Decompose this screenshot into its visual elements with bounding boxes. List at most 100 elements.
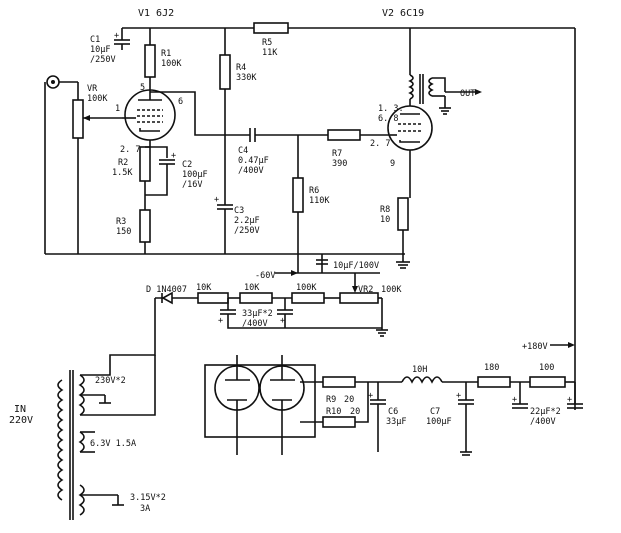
potentiometer-vr	[72, 82, 122, 254]
capacitor-c4	[249, 128, 328, 142]
r7-value: 390	[332, 159, 347, 169]
tube-v1-label: V1 6J2	[138, 8, 174, 19]
power-transformer-icon	[57, 350, 156, 520]
capacitor-c1: +	[114, 28, 130, 50]
r-100-label: 100	[539, 363, 554, 373]
neg60-arrow-icon	[275, 270, 298, 276]
svg-text:+: +	[218, 316, 223, 326]
in-voltage: 220V	[9, 415, 33, 426]
tr-63-label: 6.3V 1.5A	[90, 439, 136, 449]
tr-230-label: 230V*2	[95, 376, 126, 386]
filter-network: + + + +	[368, 376, 583, 456]
capacitor-bias	[298, 254, 380, 274]
svg-text:+: +	[368, 391, 373, 401]
cap33x2-label: 33μF*2	[242, 309, 273, 319]
tube-v1-icon	[122, 89, 176, 147]
r9-name: R9	[326, 395, 336, 405]
resistor-r3	[139, 181, 151, 254]
c4-name: C4	[238, 146, 248, 156]
resistor-r8	[396, 197, 410, 269]
output-transformer-icon	[408, 28, 482, 115]
c7-name: C7	[430, 407, 440, 417]
inductor-label: 10H	[412, 365, 427, 375]
tube-v2-icon	[387, 105, 433, 198]
svg-text:+: +	[114, 31, 119, 41]
input-jack-icon	[44, 75, 78, 254]
bias-cap-label: 10μF/100V	[333, 261, 379, 271]
resistor-r4	[219, 28, 231, 205]
c3-name: C3	[234, 206, 244, 216]
v2-pin27: 2. 7	[370, 139, 390, 149]
r5-name: R5	[262, 38, 272, 48]
v1-pin1: 1	[115, 104, 120, 114]
c1-voltage: /250V	[90, 55, 116, 65]
r5-value: 11K	[262, 48, 278, 58]
resistor-r5	[253, 22, 289, 34]
bias-supply-chain: + +	[154, 273, 388, 350]
c1-value: 10μF	[90, 45, 110, 55]
cap33x2-voltage: /400V	[242, 319, 268, 329]
c6-value: 33μF	[386, 417, 406, 427]
tube-v2-label: V2 6C19	[382, 8, 424, 19]
capacitor-c2: +	[145, 146, 176, 196]
resistor-r2	[139, 146, 151, 182]
c3-value: 2.2μF	[234, 216, 260, 226]
c6-name: C6	[388, 407, 398, 417]
b-plus-rail	[122, 27, 576, 410]
r4-value: 330K	[236, 73, 257, 83]
neg60-label: -60V	[255, 271, 275, 281]
svg-text:+: +	[456, 391, 461, 401]
vr-name: VR	[87, 84, 98, 94]
v1-pin6: 6	[178, 97, 183, 107]
c4-value: 0.47μF	[238, 156, 269, 166]
c7-value: 100μF	[426, 417, 452, 427]
vr2-name: VR2	[358, 285, 373, 295]
r-10k-a: 10K	[196, 283, 212, 293]
r1-name: R1	[161, 49, 171, 59]
svg-text:+: +	[171, 151, 176, 161]
r2-value: 1.5K	[112, 168, 133, 178]
svg-text:+: +	[280, 316, 285, 326]
c22x2-label: 22μF*2	[530, 407, 561, 417]
vr-value: 100K	[87, 94, 108, 104]
c1-name: C1	[90, 35, 100, 45]
rectifier-tubes-icon	[204, 355, 323, 455]
r4-name: R4	[236, 63, 246, 73]
v1-pin27: 2. 7	[120, 145, 140, 155]
c2-name: C2	[182, 160, 192, 170]
tr-315-label: 3.15V*2	[130, 493, 166, 503]
c4-voltage: /400V	[238, 166, 264, 176]
r7-name: R7	[332, 149, 342, 159]
v2-pin9: 9	[390, 159, 395, 169]
r2-name: R2	[118, 158, 128, 168]
svg-text:+: +	[567, 395, 572, 405]
resistor-r1	[144, 28, 156, 92]
resistor-r6	[292, 135, 304, 273]
r6-name: R6	[309, 186, 319, 196]
r9-value: 20	[344, 395, 354, 405]
v1-pin5: 5	[140, 83, 145, 93]
resistor-r10	[322, 382, 369, 428]
c2-value: 100μF	[182, 170, 208, 180]
r1-value: 100K	[161, 59, 182, 69]
c3-voltage: /250V	[234, 226, 260, 236]
c22x2-voltage: /400V	[530, 417, 556, 427]
resistor-r9	[322, 376, 378, 388]
capacitor-c3: +	[214, 195, 233, 254]
svg-text:+: +	[214, 195, 219, 205]
diode-label: D 1N4007	[146, 285, 187, 295]
v2-pins-a: 1. 3.	[378, 104, 404, 114]
in-label: IN	[14, 404, 26, 415]
plus180-arrow-icon	[550, 342, 575, 348]
r3-name: R3	[116, 217, 126, 227]
r8-value: 10	[380, 215, 390, 225]
vr2-value: 100K	[381, 285, 402, 295]
r10-value: 20	[350, 407, 360, 417]
out-label: OUT	[460, 89, 475, 99]
r-180-label: 180	[484, 363, 499, 373]
plus180-label: +180V	[522, 342, 548, 352]
r3-value: 150	[116, 227, 131, 237]
r-10k-b: 10K	[244, 283, 260, 293]
